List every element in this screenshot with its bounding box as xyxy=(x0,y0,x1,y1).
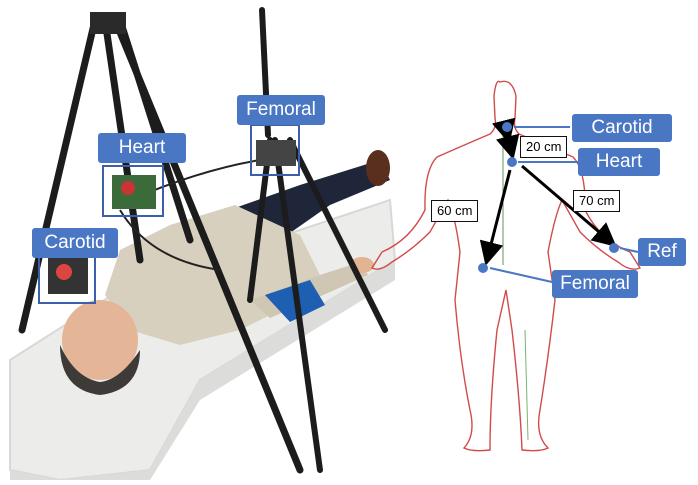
femoral-pointer xyxy=(490,268,552,282)
photo-femoral-label: Femoral xyxy=(237,95,325,125)
distance-heart-femoral: 60 cm xyxy=(431,200,478,222)
leg-line xyxy=(525,330,528,440)
photo-panel: Heart Femoral Carotid xyxy=(0,0,400,480)
carotid-sensor-frame xyxy=(38,252,96,304)
ref-marker xyxy=(609,243,619,253)
carotid-marker xyxy=(502,122,512,132)
photo-heart-label: Heart xyxy=(98,133,186,163)
heart-sensor-frame xyxy=(102,165,164,217)
distance-heart-carotid: 20 cm xyxy=(520,136,567,158)
femoral-sensor-frame xyxy=(250,124,300,176)
tripod-head xyxy=(90,12,126,34)
diagram-panel: 20 cm 60 cm 70 cm Carotid Heart Ref Femo… xyxy=(370,0,698,480)
heart-femoral-arrow xyxy=(487,170,510,260)
photo-carotid-label: Carotid xyxy=(32,228,118,258)
diagram-carotid-label: Carotid xyxy=(572,114,672,142)
heart-marker xyxy=(507,157,517,167)
diagram-femoral-label: Femoral xyxy=(552,270,638,298)
carotid-heart-arrow xyxy=(508,138,512,154)
diagram-heart-label: Heart xyxy=(578,148,660,176)
femoral-marker xyxy=(478,263,488,273)
diagram-ref-label: Ref xyxy=(638,238,686,266)
distance-heart-ref: 70 cm xyxy=(573,190,620,212)
